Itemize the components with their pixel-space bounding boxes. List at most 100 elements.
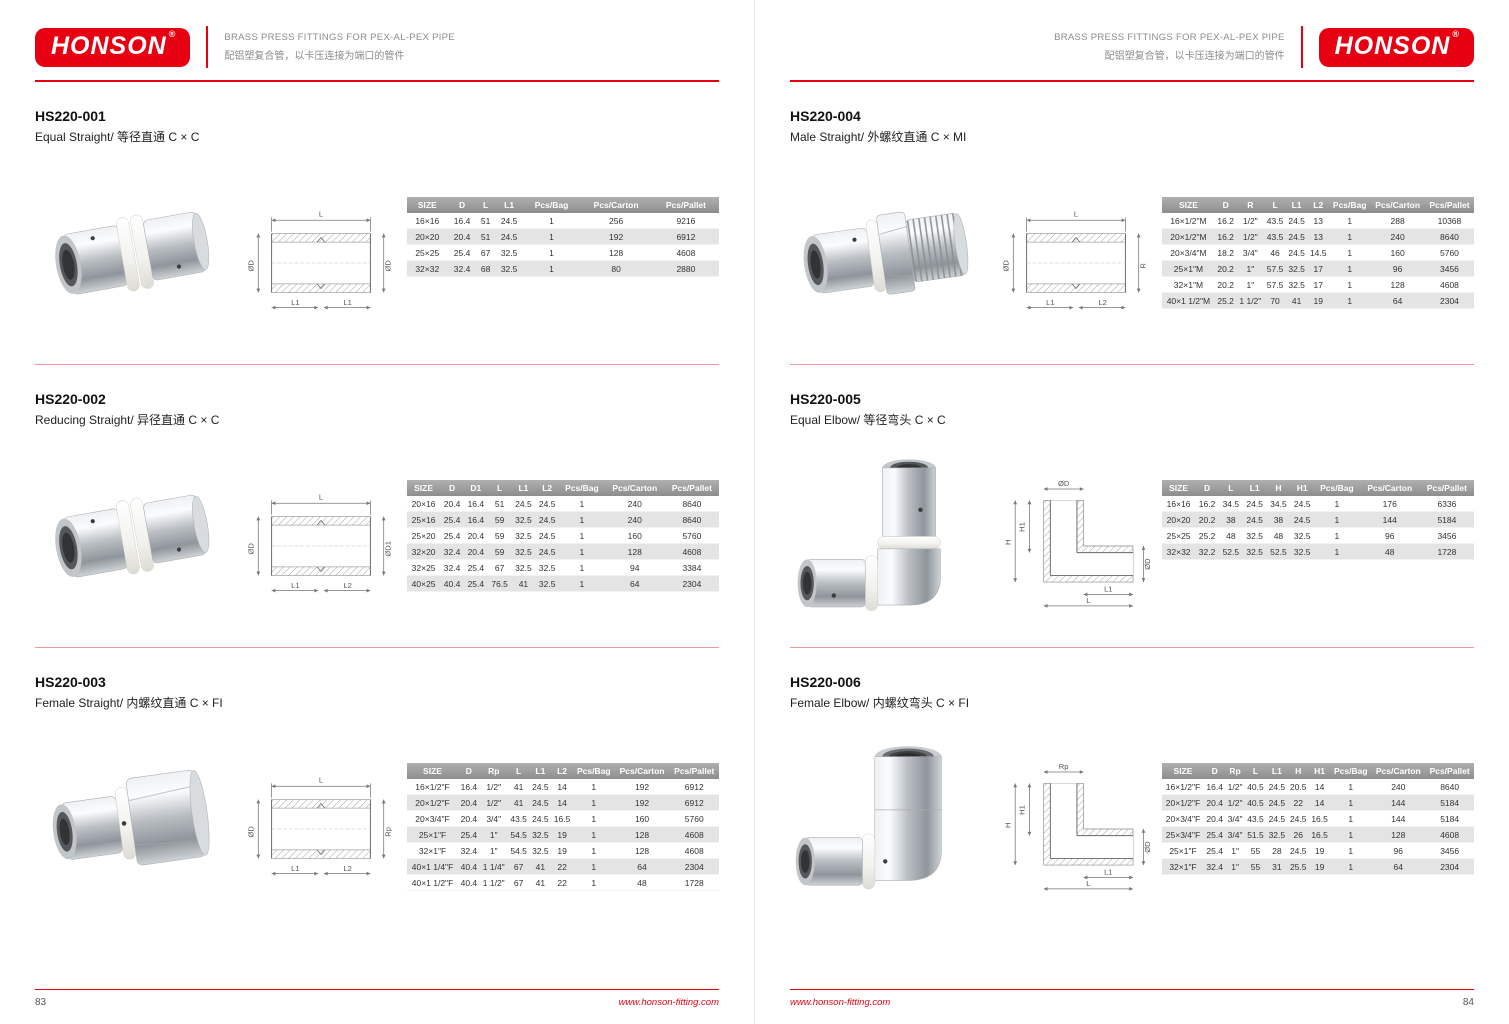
svg-text:H1: H1	[1018, 805, 1027, 815]
table-cell: 46	[1264, 244, 1286, 261]
table-cell: 1	[572, 842, 615, 859]
table-cell: 67	[487, 559, 512, 576]
table-cell: 32.5	[511, 559, 536, 576]
table-cell: 28	[1266, 842, 1288, 859]
table-cell: 2304	[1424, 292, 1474, 309]
table-cell: 5760	[669, 810, 719, 827]
svg-text:L: L	[319, 492, 323, 501]
table-cell: 51	[476, 228, 495, 245]
table-cell: 34.5	[1266, 496, 1291, 512]
column-header: L	[1244, 763, 1267, 779]
column-header: L1	[1285, 197, 1308, 213]
table-cell: 32×1"F	[1162, 858, 1205, 875]
table-cell: 20×1/2"F	[1162, 794, 1205, 811]
table-cell: 32.5	[511, 527, 536, 544]
column-header: Pcs/Bag	[559, 480, 605, 496]
table-cell: 16.5	[1308, 810, 1331, 827]
column-header: Pcs/Pallet	[652, 197, 719, 213]
table-cell: 16.2	[1214, 213, 1237, 229]
table-cell: 3384	[664, 559, 719, 576]
table-cell: 1	[572, 858, 615, 875]
table-cell: 22	[551, 874, 573, 891]
table-cell: 24.5	[529, 810, 552, 827]
table-cell: 41	[511, 575, 536, 592]
table-cell: 59	[487, 527, 512, 544]
table-cell: 40×1 1/4"F	[407, 858, 459, 875]
website-link[interactable]: www.honson-fitting.com	[790, 997, 891, 1008]
table-cell: 94	[604, 559, 665, 576]
table-cell: 16×1/2"M	[1162, 213, 1215, 229]
table-cell: 38	[1266, 511, 1291, 528]
table-cell: 48	[614, 874, 670, 891]
column-header: SIZE	[1162, 763, 1205, 779]
table-cell: 24.5	[1242, 496, 1267, 512]
column-header: Rp	[479, 763, 508, 779]
table-cell: 17	[1307, 260, 1329, 277]
product-section: HS220-003 Female Straight/ 内螺纹直通 C × FI	[35, 648, 719, 931]
column-header: L2	[551, 763, 573, 779]
table-cell: 24.5	[529, 779, 552, 795]
table-cell: 25.4	[1204, 842, 1226, 859]
section-body: Rp H H1 ØD L1 L	[790, 717, 1474, 905]
svg-text:Rp: Rp	[1059, 762, 1069, 771]
svg-text:L1: L1	[291, 581, 299, 590]
technical-drawing: L ØD ØD1 L1 L2	[245, 476, 397, 616]
product-code: HS220-004	[790, 108, 861, 124]
website-link[interactable]: www.honson-fitting.com	[618, 997, 719, 1008]
table-cell: 16.4	[463, 511, 488, 528]
table-cell: 40.4	[458, 874, 480, 891]
tagline-english: BRASS PRESS FITTINGS FOR PEX-AL-PEX PIPE	[224, 32, 455, 43]
table-cell: 1	[572, 826, 615, 843]
table-cell: 1	[1330, 826, 1372, 843]
column-header: L	[476, 197, 495, 213]
svg-text:L1: L1	[1046, 298, 1054, 307]
table-cell: 1728	[669, 874, 719, 891]
header-divider	[206, 26, 209, 68]
table-cell: 51.5	[1244, 826, 1267, 843]
page-footer: www.honson-fitting.com 84	[790, 989, 1474, 1008]
table-cell: 52.5	[1266, 543, 1291, 560]
column-header: Pcs/Bag	[1330, 763, 1372, 779]
table-cell: 3/4"	[1225, 826, 1245, 843]
table-cell: 32.5	[511, 543, 536, 560]
table-cell: 1	[1329, 292, 1371, 309]
svg-text:L2: L2	[343, 864, 351, 873]
page-number: 84	[1462, 997, 1474, 1008]
product-photo	[35, 167, 235, 339]
table-cell: 1"	[1236, 276, 1265, 293]
svg-text:L1: L1	[1104, 868, 1112, 877]
column-header: Pcs/Carton	[1371, 763, 1426, 779]
product-code: HS220-006	[790, 674, 861, 690]
svg-text:ØD: ØD	[247, 260, 256, 272]
table-cell: 1	[1329, 244, 1371, 261]
technical-drawing: L ØD ØD L1 L1	[245, 193, 397, 333]
table-cell: 25×3/4"F	[1162, 826, 1205, 843]
table-cell: 24.5	[1266, 810, 1288, 827]
table-cell: 192	[579, 228, 653, 245]
table-cell: 8640	[1424, 228, 1474, 245]
table-cell: 128	[579, 244, 653, 261]
table-cell: 24.5	[1266, 779, 1288, 795]
table-cell: 192	[614, 794, 670, 811]
column-header: Pcs/Pallet	[1419, 480, 1474, 496]
product-section: HS220-002 Reducing Straight/ 异径直通 C × C	[35, 365, 719, 648]
table-cell: 1	[523, 260, 580, 277]
column-header: L1	[1242, 480, 1267, 496]
table-cell: 40.4	[440, 575, 464, 592]
equal-elbow-photo-icon	[797, 459, 941, 612]
table-cell: 16.4	[463, 496, 488, 512]
column-header: SIZE	[1162, 197, 1215, 213]
column-header: Pcs/Bag	[523, 197, 580, 213]
table-cell: 1	[572, 794, 615, 811]
